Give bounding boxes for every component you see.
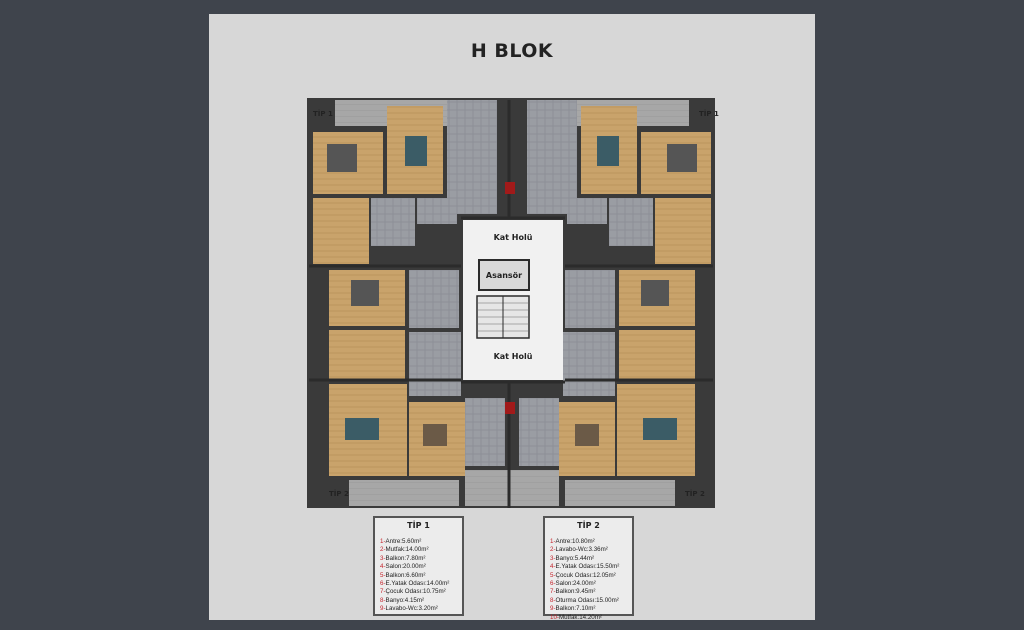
room-hall (409, 332, 461, 396)
room-kids (329, 330, 405, 380)
legend-tip2-title: TİP 2 (577, 521, 600, 530)
room-bath (609, 198, 653, 246)
kat-holu-label-top: Kat Holü (494, 233, 533, 242)
legend-item: 5-Balkon:6.60m² (380, 571, 426, 579)
kat-holu-label-bottom: Kat Holü (494, 352, 533, 361)
balcony (565, 480, 675, 506)
block-title: H BLOK (470, 40, 554, 62)
floor-plan-sheet: H BLOK (209, 14, 815, 621)
tip1-tag-right: TİP 1 (699, 110, 719, 118)
legend-tip2: TİP 2 1-Antre:10.80m² 2-Lavabo-Wc:3.36m²… (543, 516, 634, 621)
legend-item: 6-E.Yatak Odası:14.00m² (380, 580, 450, 588)
legend-item: 8-Oturma Odası:15.00m² (550, 596, 619, 604)
legend-item: 2-Mutfak:14.00m² (380, 546, 429, 554)
legend-item: 7-Çocuk Odası:10.75m² (380, 588, 446, 596)
legend-tip1: TİP 1 1-Antre:5.60m² 2-Mutfak:14.00m² 3-… (373, 516, 464, 616)
legend-tip1-title: TİP 1 (407, 521, 430, 530)
room-bath (409, 270, 459, 328)
room-hall (563, 332, 615, 396)
room-bath (371, 198, 415, 246)
stairs (476, 295, 530, 339)
balcony (465, 470, 513, 506)
legend-item: 3-Banyo:5.44m² (550, 554, 595, 562)
legend-item: 2-Lavabo-Wc:3.36m² (550, 546, 608, 554)
floor-plan: Kat Holü Asansör Kat Holü (307, 98, 715, 508)
balcony (349, 480, 459, 506)
legend-item: 7-Balkon:9.45m² (550, 588, 596, 596)
elevator (478, 259, 530, 291)
tip1-tag-left: TİP 1 (313, 110, 333, 118)
room-kids (313, 198, 369, 264)
legend-item: 5-Çocuk Odası:12.05m² (550, 571, 616, 579)
room-kitchen (465, 398, 505, 466)
elevator-label: Asansör (486, 271, 522, 280)
room-kids (619, 330, 695, 380)
legend-item: 4-Salon:20.00m² (380, 563, 426, 571)
furniture (327, 136, 697, 446)
room-kitchen (527, 100, 577, 214)
legend-item: 9-Lavabo-Wc:3.20m² (380, 605, 438, 613)
room-kitchen (519, 398, 559, 466)
legend-item: 1-Antre:10.80m² (550, 538, 595, 545)
legend-item: 4-E.Yatak Odası:15.50m² (550, 563, 620, 571)
room-kitchen (447, 100, 497, 214)
legend-item: 6-Salon:24.00m² (550, 580, 596, 588)
room-bath (565, 270, 615, 328)
legend-item: 8-Banyo:4.15m² (380, 596, 425, 604)
tip2-tag-left: TİP 2 (329, 490, 349, 498)
room-kids (655, 198, 711, 264)
tip2-tag-right: TİP 2 (685, 490, 705, 498)
legend-item: 1-Antre:5.60m² (380, 538, 422, 545)
legend-item: 3-Balkon:7.80m² (380, 554, 426, 562)
legend-item: 10-Mutfak:14.20m² (550, 613, 602, 621)
legend-item: 9-Balkon:7.10m² (550, 605, 596, 613)
balcony (511, 470, 559, 506)
